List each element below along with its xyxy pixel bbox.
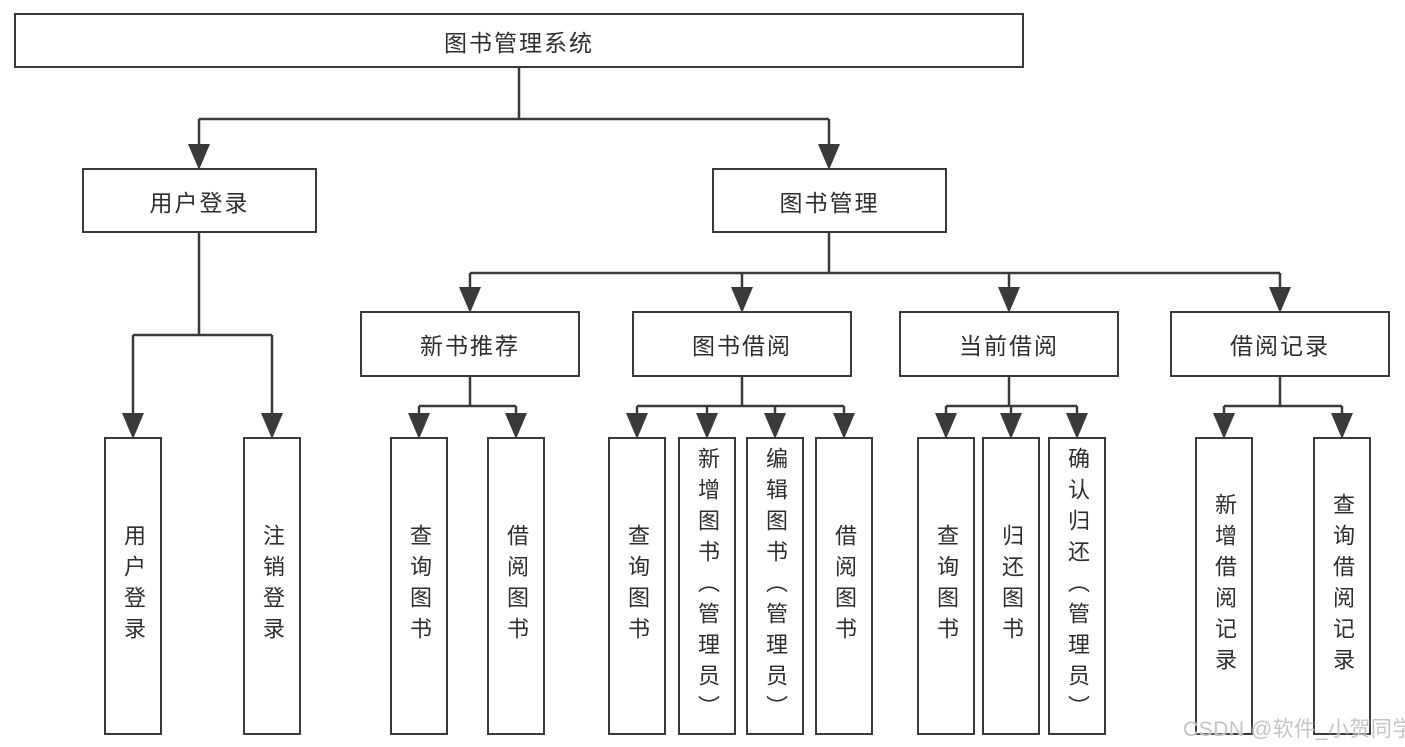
node-library-management-system: 图书管理系统: [14, 13, 1024, 68]
node-borrowing-records: 借阅记录: [1170, 311, 1390, 377]
leaf-borrow-books: 借阅图书: [815, 437, 873, 735]
leaf-user-login: 用户登录: [104, 437, 162, 735]
node-book-management: 图书管理: [712, 168, 947, 233]
leaf-query-books-current: 查询图书: [917, 437, 975, 735]
node-book-borrowing: 图书借阅: [632, 311, 852, 377]
leaf-query-borrow-record: 查询借阅记录: [1313, 437, 1371, 735]
leaf-query-books-recommend: 查询图书: [390, 437, 448, 735]
leaf-add-book-admin: 新增图书（管理员）: [678, 437, 736, 735]
node-new-book-recommendation: 新书推荐: [360, 311, 580, 377]
leaf-edit-book-admin: 编辑图书（管理员）: [746, 437, 804, 735]
leaf-confirm-return-admin: 确认归还（管理员）: [1048, 437, 1106, 735]
node-current-borrowing: 当前借阅: [899, 311, 1119, 377]
leaf-return-books: 归还图书: [982, 437, 1040, 735]
watermark-text: CSDN @软件_小贺同学: [1183, 718, 1405, 741]
leaf-query-books-borrowing: 查询图书: [608, 437, 666, 735]
leaf-logout: 注销登录: [243, 437, 301, 735]
leaf-borrow-books-recommend: 借阅图书: [487, 437, 545, 735]
node-user-login: 用户登录: [82, 168, 317, 233]
leaf-add-borrow-record: 新增借阅记录: [1195, 437, 1253, 735]
